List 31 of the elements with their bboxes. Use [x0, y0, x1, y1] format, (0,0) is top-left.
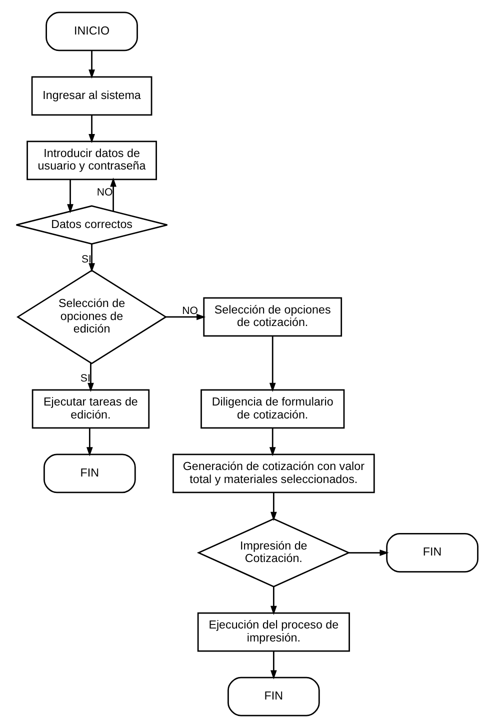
arrow: [348, 550, 388, 556]
node-box: FIN: [386, 533, 478, 572]
node-diamond: Impresión de Cotización.: [196, 518, 350, 588]
edge-label: SI: [80, 372, 90, 385]
arrow: [86, 428, 92, 456]
node-box: FIN: [43, 454, 136, 494]
node-box: Diligencia de formulario de cotización.: [200, 389, 344, 429]
node-box: Generación de cotización con valor total y materiales seleccionados.: [172, 454, 374, 494]
arrow: [165, 314, 206, 320]
edge-label: NO: [96, 186, 112, 198]
node-box: INICIO: [45, 12, 138, 52]
node-box: Selección de opciones de cotización.: [202, 297, 342, 337]
arrow: [88, 115, 94, 144]
arrow: [87, 362, 94, 392]
node-box: Ejecutar tareas de edición.: [31, 389, 150, 429]
node-box: FIN: [227, 676, 320, 716]
arrow: [110, 178, 116, 212]
node-box: Ingresar al sistema: [30, 76, 152, 116]
node-box: Introducir datos de usuario y contraseña: [26, 140, 156, 180]
arrow: [88, 50, 94, 79]
arrow: [268, 336, 276, 392]
arrow: [270, 651, 276, 680]
edge-label: SI: [81, 253, 91, 266]
arrow: [268, 428, 276, 456]
arrow: [270, 492, 276, 521]
arrow: [66, 180, 73, 214]
arrow: [270, 586, 276, 615]
node-diamond: Selección de opciones de edición: [16, 270, 167, 364]
node-box: Ejecución del proceso de impresión.: [196, 612, 350, 652]
arrow: [88, 244, 94, 272]
edge-label: NO: [182, 304, 198, 317]
